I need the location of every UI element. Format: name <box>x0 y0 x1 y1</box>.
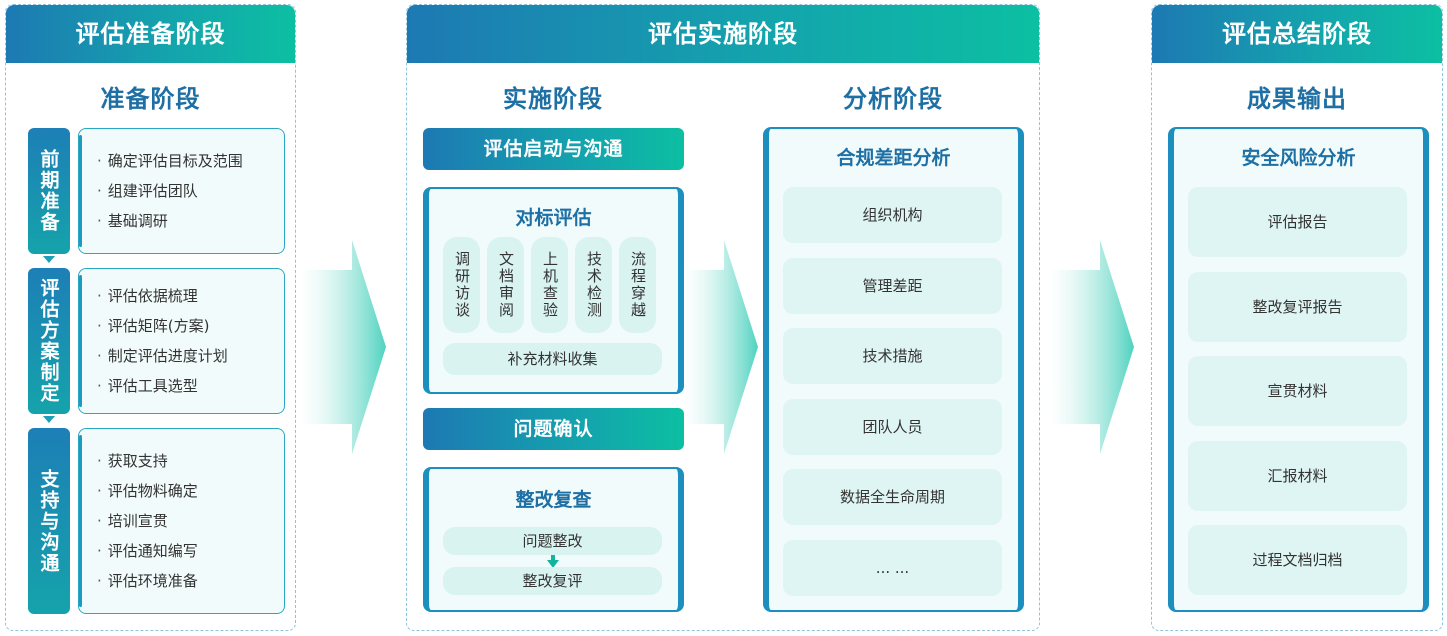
method-tech-testing: 技术检测 <box>575 237 612 333</box>
stage-list-early-prep: 确定评估目标及范围 组建评估团队 基础调研 <box>78 128 285 254</box>
rectify-step: 整改复评 <box>443 567 662 595</box>
method-interview: 调研访谈 <box>443 237 480 333</box>
output-item: 整改复评报告 <box>1188 272 1407 342</box>
stage-down-arrow <box>43 256 55 263</box>
benchmark-title: 对标评估 <box>515 207 592 229</box>
flow-arrow-icon <box>300 240 386 454</box>
analysis-item: ... ... <box>783 540 1002 596</box>
list-item: 评估通知编写 <box>97 536 284 566</box>
stage-tag-support: 支持与沟通 <box>28 428 70 614</box>
list-item: 培训宣贯 <box>97 506 284 536</box>
summary-phase-header: 评估总结阶段 <box>1152 5 1442 63</box>
list-item: 组建评估团队 <box>97 176 284 206</box>
summary-phase-panel: 评估总结阶段 成果输出 安全风险分析 评估报告 整改复评报告 宣贯材料 汇报材料… <box>1151 4 1443 631</box>
prep-phase-header: 评估准备阶段 <box>6 5 295 63</box>
list-item: 评估工具选型 <box>97 371 284 401</box>
rectify-step: 问题整改 <box>443 527 662 555</box>
gap-analysis-box: 合规差距分析 组织机构 管理差距 技术措施 团队人员 数据全生命周期 ... .… <box>763 127 1024 612</box>
stage-tag-plan: 评估方案制定 <box>28 268 70 414</box>
list-item: 评估环境准备 <box>97 566 284 596</box>
prep-section-title: 准备阶段 <box>100 85 201 113</box>
rectify-box: 整改复查 问题整改 整改复评 <box>423 467 684 612</box>
stage-list-plan: 评估依据梳理 评估矩阵(方案) 制定评估进度计划 评估工具选型 <box>78 268 285 414</box>
output-item: 过程文档归档 <box>1188 525 1407 595</box>
down-arrow-stem <box>551 555 555 561</box>
list-item: 获取支持 <box>97 446 284 476</box>
analysis-item: 数据全生命周期 <box>783 469 1002 525</box>
list-item: 基础调研 <box>97 206 284 236</box>
analysis-section-title: 分析阶段 <box>843 85 943 113</box>
implement-section-title: 实施阶段 <box>503 85 603 113</box>
rectify-title: 整改复查 <box>515 489 592 511</box>
list-item: 制定评估进度计划 <box>97 341 284 371</box>
supplement-materials: 补充材料收集 <box>443 343 662 375</box>
output-item: 汇报材料 <box>1188 441 1407 511</box>
analysis-item: 技术措施 <box>783 328 1002 384</box>
kickoff-bar: 评估启动与沟通 <box>423 128 684 170</box>
list-item: 确定评估目标及范围 <box>97 146 284 176</box>
risk-analysis-box: 安全风险分析 评估报告 整改复评报告 宣贯材料 汇报材料 过程文档归档 <box>1168 127 1429 612</box>
prep-phase-panel: 评估准备阶段 准备阶段 前期准备 确定评估目标及范围 组建评估团队 基础调研 评… <box>5 4 296 631</box>
analysis-item: 管理差距 <box>783 258 1002 314</box>
list-item: 评估物料确定 <box>97 476 284 506</box>
risk-analysis-title: 安全风险分析 <box>1241 147 1356 169</box>
method-process-walkthrough: 流程穿越 <box>619 237 656 333</box>
output-item: 宣贯材料 <box>1188 356 1407 426</box>
analysis-item: 组织机构 <box>783 187 1002 243</box>
confirm-bar: 问题确认 <box>423 408 684 450</box>
output-item: 评估报告 <box>1188 187 1407 257</box>
method-document-review: 文档审阅 <box>487 237 524 333</box>
output-section-title: 成果输出 <box>1247 85 1347 113</box>
down-arrow-icon <box>547 560 559 568</box>
stage-list-support: 获取支持 评估物料确定 培训宣贯 评估通知编写 评估环境准备 <box>78 428 285 614</box>
method-onsite-check: 上机查验 <box>531 237 568 333</box>
impl-phase-panel: 评估实施阶段 实施阶段 分析阶段 评估启动与沟通 对标评估 调研访谈 文档审阅 … <box>406 4 1040 631</box>
flow-arrow-icon <box>1050 240 1134 454</box>
stage-tag-early-prep: 前期准备 <box>28 128 70 254</box>
gap-analysis-title: 合规差距分析 <box>836 147 951 169</box>
list-item: 评估依据梳理 <box>97 281 284 311</box>
impl-phase-header: 评估实施阶段 <box>407 5 1039 63</box>
stage-down-arrow <box>43 416 55 423</box>
list-item: 评估矩阵(方案) <box>97 311 284 341</box>
analysis-item: 团队人员 <box>783 399 1002 455</box>
flow-arrow-icon <box>684 240 758 454</box>
benchmark-box: 对标评估 调研访谈 文档审阅 上机查验 技术检测 流程穿越 补充材料收集 <box>423 187 684 394</box>
